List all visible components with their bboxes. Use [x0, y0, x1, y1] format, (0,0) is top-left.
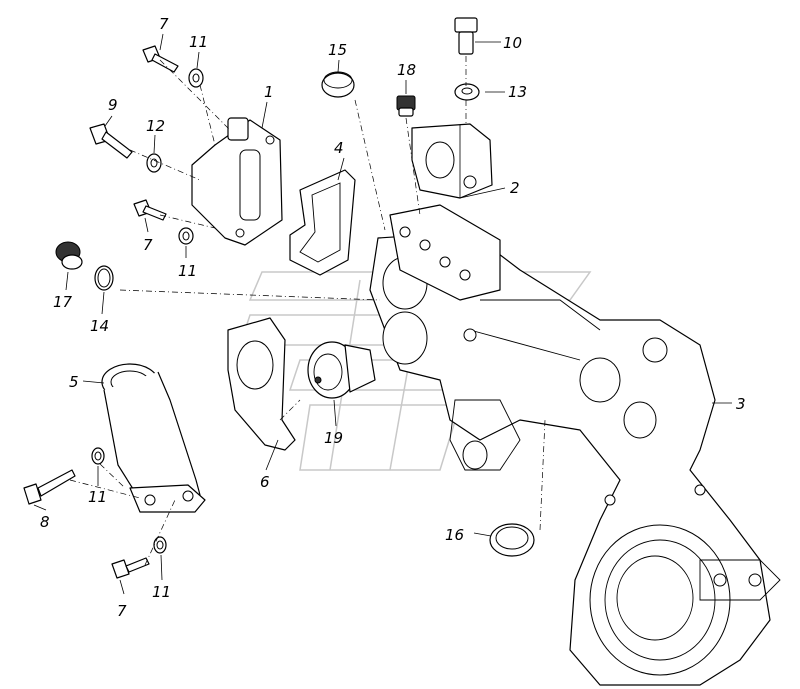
plug-part-17 [55, 241, 83, 270]
callout-5: 5 [69, 373, 79, 391]
callout-6: 6 [260, 473, 270, 491]
callout-9: 9 [108, 96, 118, 114]
thermostat-part-19 [307, 341, 376, 399]
gear-housing-part-3 [369, 231, 781, 686]
leader-lines [33, 33, 732, 595]
gasket-part-6 [227, 317, 296, 451]
callout-3: 3 [736, 395, 746, 413]
bolt-part-7-top [142, 45, 179, 73]
assembly-lines [69, 56, 546, 566]
callout-11-bottom: 11 [152, 583, 171, 601]
housing-top-plate [389, 204, 501, 301]
washer-part-11-bottom [153, 536, 167, 554]
gasket-part-4 [289, 169, 356, 276]
washer-part-11-middle [178, 227, 194, 245]
washer-part-13 [454, 83, 480, 101]
o-ring-part-14 [94, 265, 114, 291]
seal-ring-part-16 [489, 523, 535, 557]
callout-15: 15 [328, 41, 347, 59]
callout-11-lower: 11 [88, 488, 107, 506]
bolt-part-9 [89, 123, 133, 159]
bolt-part-7-bottom [111, 557, 150, 579]
callout-11-top: 11 [189, 33, 208, 51]
callout-2: 2 [510, 179, 520, 197]
callout-17: 17 [53, 293, 73, 311]
callout-16: 16 [445, 526, 464, 544]
callout-7-bottom: 7 [117, 602, 127, 620]
pipe-elbow-part-5 [101, 363, 206, 513]
callout-12: 12 [146, 117, 165, 135]
bolt-part-7-middle [133, 199, 167, 221]
callout-7-middle: 7 [143, 236, 153, 254]
thermostat-cover-part-1 [191, 117, 283, 246]
callout-18: 18 [397, 61, 416, 79]
fitting-part-18 [396, 95, 416, 117]
callout-labels: 7 11 1 9 12 15 18 10 13 4 2 7 11 17 14 5… [40, 15, 746, 620]
callout-10: 10 [503, 34, 522, 52]
washer-part-11-lower [91, 447, 105, 465]
bolt-part-10 [454, 17, 478, 55]
washer-part-12 [146, 153, 162, 173]
washer-part-11-top [188, 68, 204, 88]
callout-4: 4 [334, 139, 344, 157]
callout-14: 14 [90, 317, 109, 335]
callout-13: 13 [508, 83, 527, 101]
callout-11-middle: 11 [178, 262, 197, 280]
callout-19: 19 [324, 429, 343, 447]
plug-part-15 [321, 71, 355, 98]
callout-1: 1 [264, 83, 274, 101]
callout-8: 8 [40, 513, 50, 531]
callout-7-top: 7 [159, 15, 169, 33]
flange-bracket-part-2 [411, 123, 493, 199]
bolt-part-8 [23, 469, 76, 505]
